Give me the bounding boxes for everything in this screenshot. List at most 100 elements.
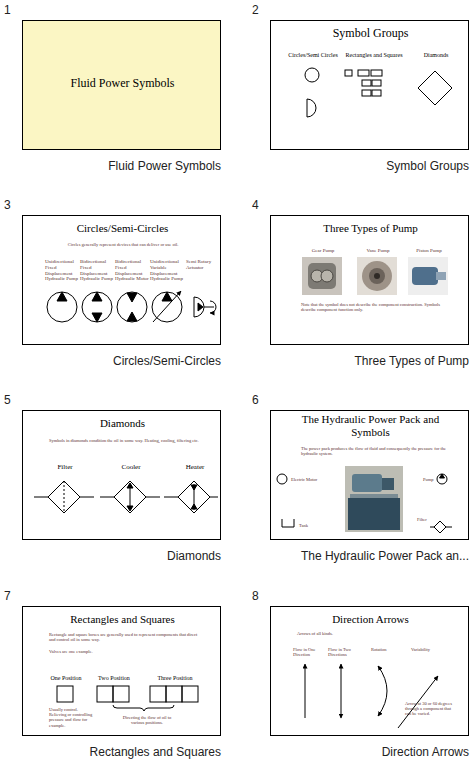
slide-text: Heater (175, 463, 215, 471)
slide-text: One Position (40, 675, 92, 682)
slide-text: Circles/Semi Circles (281, 52, 345, 59)
rectangle-symbol (362, 90, 371, 96)
filter-symbol (434, 521, 446, 533)
slide-text: Cooler (111, 463, 151, 471)
shaft-line (204, 307, 214, 308)
slide-text: Rectangle and square boxes are generally… (49, 632, 199, 642)
slide-title: Direction Arrows (271, 613, 470, 626)
slide-text: Note that the symbol does not describe t… (301, 302, 441, 312)
valve-square (166, 686, 182, 702)
slide-frame: Symbol GroupsCircles/Semi CirclesRectang… (270, 20, 469, 150)
slide-number: 8 (252, 589, 268, 603)
slide-text: Valves are one example. (49, 649, 149, 654)
cooler-triangle (127, 506, 133, 511)
rectangle-symbol (358, 70, 369, 76)
motor-symbol (117, 292, 147, 322)
pipe-line (210, 497, 218, 498)
slide-text: Circles generally represent devices that… (53, 242, 193, 247)
pump-photos (302, 257, 448, 295)
slide-title: The Hydraulic Power Pack and Symbols (291, 413, 450, 438)
square-symbol (345, 70, 352, 76)
circle-symbols-art (47, 291, 216, 322)
two-way-arrow (341, 664, 342, 718)
vane-pump-photo (357, 257, 397, 295)
piston-pump-shaft (436, 272, 446, 280)
power-pack-art (277, 466, 452, 533)
slide-text: Variability (411, 647, 441, 652)
pipe-line (34, 497, 48, 498)
pump-symbol (82, 292, 112, 322)
flow-triangle (57, 292, 67, 301)
pipe-line (446, 527, 452, 528)
tank-symbol (282, 519, 294, 527)
slide-text: Semi Rotary Actuator (186, 259, 219, 271)
pipe-line (100, 497, 114, 498)
rectangle-symbol (362, 80, 371, 86)
vane-shaft (374, 273, 380, 279)
flow-triangle (440, 474, 445, 478)
semicircle-symbol (307, 99, 316, 117)
slide-frame: Three Types of PumpGear PumpVane PumpPis… (270, 215, 469, 345)
flow-triangle (162, 292, 172, 301)
rotation-arrow (378, 666, 387, 716)
power-pack-lid (350, 494, 398, 498)
slide-text: Vane Pump (353, 248, 403, 254)
pump-symbol (152, 292, 182, 322)
slide-text: Flow in One Direction (293, 647, 325, 657)
flow-triangle (92, 313, 102, 322)
power-pack-tank (348, 498, 400, 530)
circle-symbol (305, 68, 319, 82)
slide-title: Three Types of Pump (271, 222, 470, 235)
slide-text: Rectangles and Squares (339, 52, 409, 59)
heater-triangle (191, 485, 197, 490)
slide-number: 6 (252, 393, 268, 407)
slide-number: 1 (4, 3, 20, 17)
diamond-symbols-art (34, 481, 218, 513)
one-way-arrow (305, 664, 306, 718)
piston-pump-body (412, 267, 438, 285)
slide-text: Filter (45, 463, 85, 471)
slide-text: Bidirectional Fixed Displacement Hydraul… (80, 259, 116, 282)
piston-pump-photo (408, 257, 448, 295)
slide-caption: Direction Arrows (169, 745, 469, 759)
rectangle-symbol (372, 90, 381, 96)
flow-triangle (92, 292, 102, 301)
vane-rotor (369, 268, 385, 284)
rotation-arrow (210, 301, 216, 313)
pipe-line (430, 527, 434, 528)
slide-caption: Fluid Power Symbols (0, 159, 221, 173)
filter-element (64, 481, 65, 513)
heater-symbol (178, 481, 210, 513)
slide-caption: Three Types of Pump (169, 354, 469, 368)
slide-caption: Circles/Semi-Circles (0, 354, 221, 368)
pipe-line (80, 497, 94, 498)
slide-caption: Diamonds (0, 549, 221, 563)
valve-square (97, 686, 113, 702)
cooler-triangle (127, 483, 133, 488)
rectangle-symbol (371, 70, 382, 76)
slide-text: Filter (417, 517, 447, 522)
pump-symbol (437, 474, 447, 484)
slide-text: Unidirectional Variable Displacement Hyd… (150, 259, 186, 282)
slide-frame: Circles/Semi-CirclesCircles generally re… (22, 215, 221, 345)
slide-text: Unidirectional Fixed Displacement Hydrau… (45, 259, 81, 282)
diamond-symbol (418, 71, 452, 105)
vane-pump-body (362, 261, 392, 291)
flow-triangle (198, 303, 203, 311)
gear-pump-photo (302, 257, 342, 295)
flow-triangle (127, 312, 137, 321)
slide-title: Rectangles and Squares (23, 613, 222, 626)
slide-frame: Fluid Power Symbols (22, 20, 221, 150)
slide-number: 2 (252, 3, 268, 17)
power-pack-motor (352, 474, 382, 492)
cooler-symbol (114, 481, 146, 513)
slide-frame: Direction ArrowsArrows of all kinds.Flow… (270, 606, 469, 736)
slide-text: Gear Pump (298, 248, 348, 254)
slide-title: Diamonds (23, 417, 222, 430)
pipe-line (164, 497, 178, 498)
valve-square (57, 686, 73, 702)
slide-text: Diamonds (406, 52, 466, 59)
slide-text: Two Position (86, 675, 142, 682)
